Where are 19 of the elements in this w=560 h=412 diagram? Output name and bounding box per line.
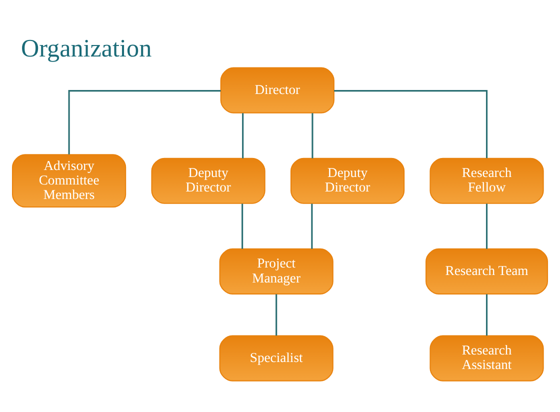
diagram-title: Organization [21,34,152,62]
node-box: Research Team [426,248,548,294]
node-box: Specialist [219,334,334,381]
connector [242,203,244,248]
connector [276,294,278,336]
node-box: Research Fellow [430,157,544,204]
connector [311,203,313,248]
node-box: Research Assistant [430,334,544,381]
connector [68,90,221,154]
node-box: Deputy Director [290,157,405,204]
node-box: Deputy Director [151,157,266,204]
node-box: Director [220,66,334,113]
connector [334,90,488,158]
connector [486,203,488,248]
node-box: Project Manager [219,248,334,294]
connector [486,294,488,336]
connector [242,112,244,158]
node-box: Advisory Committee Members [12,154,126,208]
connector [312,112,314,158]
